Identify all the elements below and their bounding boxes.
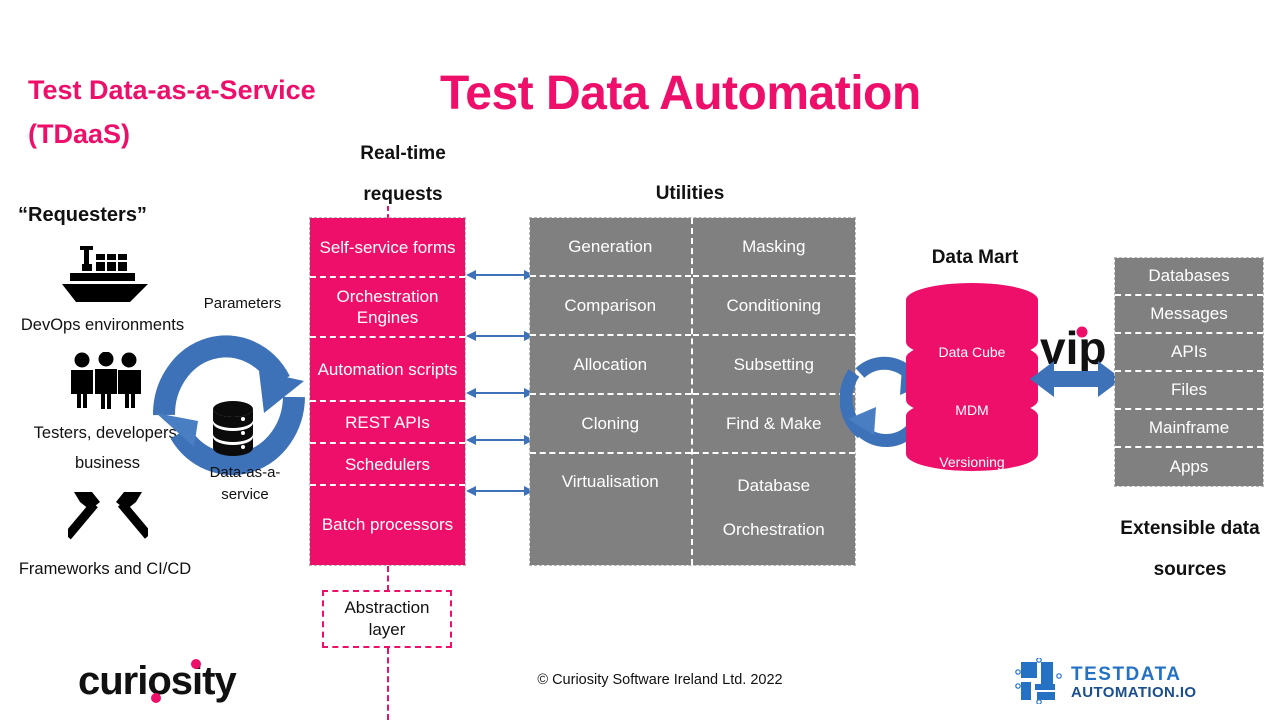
interface-item-automation-scripts[interactable]: Automation scripts [310, 338, 465, 402]
utility-virtualisation[interactable]: Virtualisation [561, 472, 659, 491]
utilities-grid: Generation Comparison Allocation Cloning… [529, 217, 856, 566]
realtime-requests-label: Real-time requests [360, 143, 446, 205]
data-source-apps[interactable]: Apps [1169, 457, 1209, 476]
utility-conditioning[interactable]: Conditioning [692, 277, 855, 336]
utility-find-and-make[interactable]: Find & Make [692, 395, 855, 454]
data-exchange-arrow [1030, 361, 1122, 397]
interface-item-schedulers[interactable]: Schedulers [310, 444, 465, 486]
extensible-data-sources-heading: Extensible data sources [1120, 518, 1260, 580]
page-title: Test Data Automation [440, 67, 921, 120]
interface-item-batch-processors[interactable]: Batch processors [321, 515, 454, 534]
requesters-heading: “Requesters” [18, 204, 147, 226]
utility-subsetting[interactable]: Subsetting [692, 336, 855, 395]
data-source-apis[interactable]: APIs [1115, 334, 1263, 372]
testdata-automation-logo: TESTDATA AUTOMATION.IO [1015, 657, 1215, 709]
circular-flow-arrow [152, 335, 305, 475]
data-source-mainframe[interactable]: Mainframe [1115, 410, 1263, 448]
abstraction-layer-box: Abstraction layer [322, 590, 452, 648]
utility-comparison[interactable]: Comparison [530, 277, 691, 336]
interface-item-self-service-forms[interactable]: Self-service forms [310, 218, 465, 278]
svg-text:TESTDATA: TESTDATA [1071, 664, 1182, 685]
data-source-files[interactable]: Files [1115, 372, 1263, 410]
data-mart-layer-data-cube: Data Cube [938, 344, 1006, 360]
connector-arrow-3 [466, 388, 534, 398]
requester-label-frameworks: Frameworks and CI/CD [18, 560, 192, 578]
interfaces-column: Self-service forms Orchestration Engines… [309, 217, 466, 566]
parameters-label: Parameters [203, 295, 282, 312]
utilities-heading: Utilities [655, 183, 725, 204]
connector-arrow-2 [466, 331, 534, 341]
people-group-icon [71, 352, 141, 409]
hammers-icon [68, 492, 148, 540]
data-mart-layer-mdm: MDM [955, 402, 989, 418]
requester-label-testers: Testers, developers, business [33, 424, 182, 472]
interface-item-rest-apis[interactable]: REST APIs [310, 402, 465, 444]
data-mart-heading: Data Mart [931, 247, 1019, 268]
svg-text:AUTOMATION.IO: AUTOMATION.IO [1071, 684, 1196, 701]
requester-label-devops: DevOps environments [20, 316, 185, 334]
connector-abstraction-dash [387, 648, 389, 720]
utility-cloning[interactable]: Cloning [530, 395, 691, 454]
copyright-text: © Curiosity Software Ireland Ltd. 2022 [537, 672, 783, 688]
utility-database-orchestration[interactable]: Database Orchestration [722, 476, 825, 539]
tdaas-title: Test Data-as-a-Service (TDaaS) [28, 75, 316, 149]
curiosity-logo: curiosity [78, 658, 248, 709]
data-mart-cylinder: Data Cube MDM Versioning [903, 282, 1041, 472]
data-as-a-service-label: Data-as-a-service [209, 464, 281, 503]
connector-top-dash [387, 206, 389, 219]
utility-masking[interactable]: Masking [692, 218, 855, 277]
utilities-right-column: Masking Conditioning Subsetting Find & M… [692, 218, 855, 565]
utility-generation[interactable]: Generation [530, 218, 691, 277]
database-icon [213, 401, 253, 456]
connector-bottom-dash [387, 566, 389, 591]
utility-allocation[interactable]: Allocation [530, 336, 691, 395]
data-mart-layer-versioning: Versioning [939, 454, 1005, 470]
utilities-left-column: Generation Comparison Allocation Cloning… [530, 218, 693, 565]
connector-arrow-4 [466, 435, 534, 445]
data-sources-column: Databases Messages APIs Files Mainframe … [1114, 257, 1264, 487]
data-source-databases[interactable]: Databases [1115, 258, 1263, 296]
ship-icon [62, 246, 148, 302]
data-source-messages[interactable]: Messages [1115, 296, 1263, 334]
connector-arrow-5 [466, 486, 534, 496]
interface-item-orchestration-engines[interactable]: Orchestration Engines [310, 278, 465, 338]
connector-arrow-1 [466, 270, 534, 280]
